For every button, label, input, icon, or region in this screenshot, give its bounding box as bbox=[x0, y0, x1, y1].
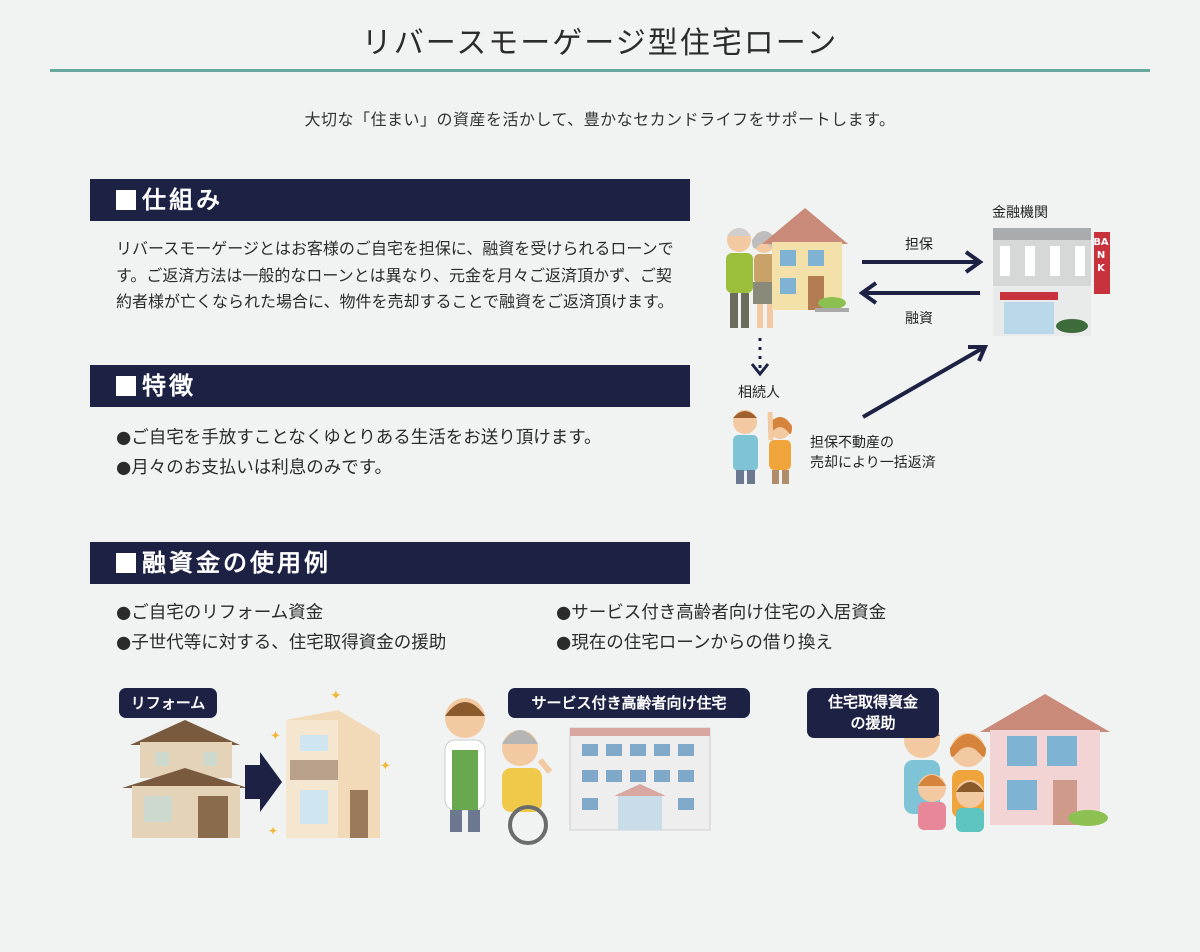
svg-text:✦: ✦ bbox=[270, 729, 281, 744]
collateral-label: 担保 bbox=[905, 237, 933, 253]
example-label-reform: リフォーム bbox=[119, 688, 217, 718]
section-heading-mechanism-label: 仕組み bbox=[142, 185, 223, 214]
old-house-illustration bbox=[122, 720, 248, 838]
page-title: リバースモーゲージ型住宅ローン bbox=[361, 26, 839, 61]
caregiver-illustration bbox=[444, 698, 486, 832]
list-item: ●現在の住宅ローンからの借り換え bbox=[556, 633, 833, 653]
svg-text:✦: ✦ bbox=[380, 759, 391, 774]
loan-label: 融資 bbox=[905, 311, 933, 327]
usage-list-left: ●ご自宅のリフォーム資金 ●子世代等に対する、住宅取得資金の援助 bbox=[116, 598, 446, 658]
section-heading-usage-label: 融資金の使用例 bbox=[142, 548, 331, 577]
home-illustration bbox=[762, 208, 849, 312]
section-heading-features: 特徴 bbox=[90, 365, 690, 407]
bank-label: 金融機関 bbox=[992, 205, 1048, 221]
list-item: ●ご自宅を手放すことなくゆとりある生活をお送り頂けます。 bbox=[116, 428, 602, 448]
bank-sign: BANK bbox=[1093, 237, 1109, 274]
list-item: ●子世代等に対する、住宅取得資金の援助 bbox=[116, 633, 447, 653]
usage-examples-illustration: ✦ ✦ ✦ ✦ bbox=[122, 688, 1110, 845]
heirs-illustration bbox=[733, 410, 792, 484]
section-heading-usage: 融資金の使用例 bbox=[90, 542, 690, 584]
list-item: ●月々のお支払いは利息のみです。 bbox=[116, 458, 393, 478]
example-label-housing-aid: 住宅取得資金 の援助 bbox=[807, 688, 939, 738]
usage-list-right: ●サービス付き高齢者向け住宅の入居資金 ●現在の住宅ローンからの借り換え bbox=[556, 598, 886, 658]
list-item: ●サービス付き高齢者向け住宅の入居資金 bbox=[556, 603, 887, 623]
svg-text:✦: ✦ bbox=[268, 824, 278, 838]
example-label-housing-aid-line1: 住宅取得資金 bbox=[827, 693, 918, 711]
apartment-building-illustration bbox=[569, 727, 711, 831]
senior-couple-illustration bbox=[726, 228, 777, 328]
reverse-mortgage-diagram bbox=[726, 208, 1110, 484]
section-heading-features-label: 特徴 bbox=[142, 371, 196, 400]
senior-wheelchair-illustration bbox=[502, 730, 553, 845]
family-house-illustration bbox=[980, 694, 1110, 826]
features-list: ●ご自宅を手放すことなくゆとりある生活をお送り頂けます。 ●月々のお支払いは利息… bbox=[116, 423, 602, 483]
example-label-housing-aid-line2: の援助 bbox=[850, 714, 896, 732]
square-bullet-icon bbox=[116, 376, 136, 396]
bank-illustration bbox=[993, 228, 1110, 336]
reform-arrow-icon bbox=[245, 752, 282, 812]
list-item: ●ご自宅のリフォーム資金 bbox=[116, 603, 324, 623]
section-heading-mechanism: 仕組み bbox=[90, 179, 690, 221]
page-subtitle: 大切な「住まい」の資産を活かして、豊かなセカンドライフをサポートします。 bbox=[304, 110, 896, 129]
new-house-illustration: ✦ ✦ ✦ ✦ bbox=[268, 688, 391, 838]
title-divider bbox=[50, 69, 1150, 72]
example-label-service-housing: サービス付き高齢者向け住宅 bbox=[508, 688, 750, 718]
repay-label-line1: 担保不動産の bbox=[810, 435, 894, 451]
svg-text:✦: ✦ bbox=[330, 688, 342, 704]
repay-label-line2: 売却により一括返済 bbox=[810, 455, 936, 471]
family-illustration bbox=[904, 722, 986, 832]
square-bullet-icon bbox=[116, 553, 136, 573]
heir-label: 相続人 bbox=[738, 385, 780, 401]
mechanism-description: リバースモーゲージとはお客様のご自宅を担保に、融資を受けられるローンです。ご返済… bbox=[116, 239, 674, 311]
square-bullet-icon bbox=[116, 190, 136, 210]
